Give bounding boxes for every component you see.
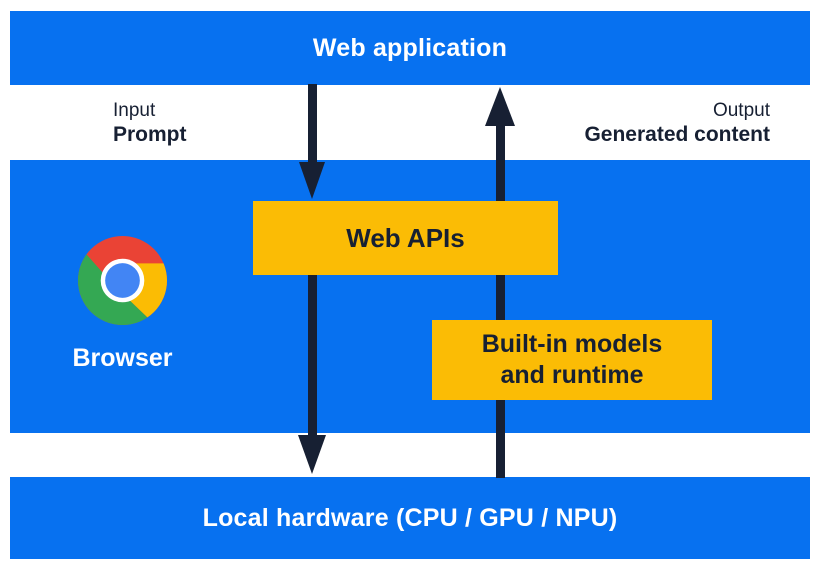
web-application-bar: Web application	[10, 11, 810, 85]
builtin-models-box: Built-in models and runtime	[432, 320, 712, 400]
prompt-arrow-shaft-lower	[308, 275, 317, 436]
output-kind-label: Output	[712, 100, 770, 121]
generated-content-label: Generated content	[584, 123, 770, 146]
output-arrow-shaft-upper	[496, 124, 505, 202]
web-application-label: Web application	[312, 33, 508, 62]
prompt-arrow-head-into-hardware	[298, 435, 326, 474]
web-apis-label: Web APIs	[346, 222, 465, 253]
web-apis-box: Web APIs	[253, 201, 558, 275]
output-arrow-shaft-lower	[496, 400, 505, 478]
output-annotation: Output Generated content	[584, 99, 770, 148]
prompt-arrow-shaft-upper	[308, 84, 317, 163]
output-arrow-shaft-middle	[496, 275, 505, 321]
builtin-models-label-line2: and runtime	[500, 361, 644, 389]
builtin-models-label-line1: Built-in models	[481, 330, 663, 358]
input-annotation: Input Prompt	[113, 99, 187, 148]
prompt-arrow-head-into-web-apis	[299, 162, 325, 199]
prompt-label: Prompt	[113, 123, 187, 146]
output-arrow-head-into-web-application	[485, 87, 515, 126]
input-kind-label: Input	[113, 100, 156, 121]
local-hardware-bar: Local hardware (CPU / GPU / NPU)	[10, 477, 810, 559]
browser-label: Browser	[72, 344, 173, 372]
local-hardware-label: Local hardware (CPU / GPU / NPU)	[202, 503, 618, 532]
chrome-logo-icon	[78, 236, 167, 325]
